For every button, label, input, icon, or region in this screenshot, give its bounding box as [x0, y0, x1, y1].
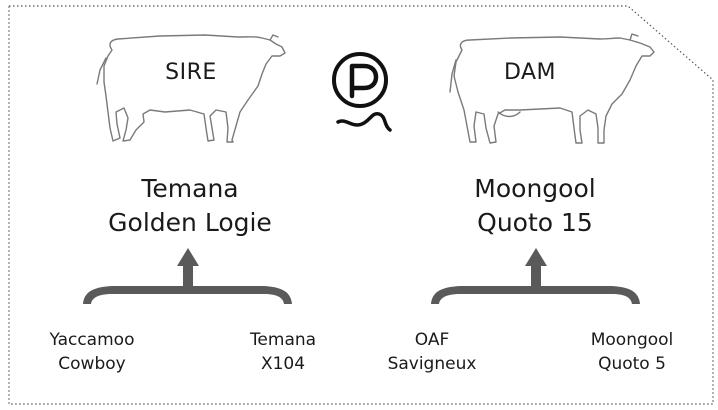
- sire-parent-right-line2: X104: [260, 354, 306, 374]
- cow-outline-icon: [449, 33, 655, 144]
- sire-parent-left-line1: Yaccamoo: [49, 330, 135, 350]
- sire-name-line1: Temana: [141, 174, 239, 203]
- dam-parent-right: Moongool Quoto 5: [572, 328, 692, 376]
- dam-parent-right-line2: Quoto 5: [598, 354, 666, 374]
- dam-name-line2: Quoto 15: [477, 208, 593, 237]
- sire-name: Temana Golden Logie: [90, 172, 290, 240]
- dam-parent-right-line1: Moongool: [590, 330, 674, 350]
- dam-parent-left: OAF Savigneux: [372, 328, 492, 376]
- dam-label: DAM: [503, 60, 557, 85]
- dam-name: Moongool Quoto 15: [435, 172, 635, 240]
- dam-name-line1: Moongool: [474, 174, 596, 203]
- sire-bracket-arrow: [83, 248, 292, 304]
- sire-parent-left: Yaccamoo Cowboy: [30, 328, 154, 376]
- sire-parent-right-line1: Temana: [249, 330, 317, 350]
- sire-parent-right: Temana X104: [238, 328, 328, 376]
- bull-outline-icon: [96, 34, 286, 143]
- dam-parent-left-line1: OAF: [414, 330, 450, 350]
- dam-parent-left-line2: Savigneux: [387, 354, 477, 374]
- sire-name-line2: Golden Logie: [108, 208, 272, 237]
- polled-p-icon: [332, 52, 392, 132]
- dam-bracket-arrow: [431, 248, 640, 304]
- sire-parent-left-line2: Cowboy: [58, 354, 126, 374]
- sire-label: SIRE: [165, 60, 217, 85]
